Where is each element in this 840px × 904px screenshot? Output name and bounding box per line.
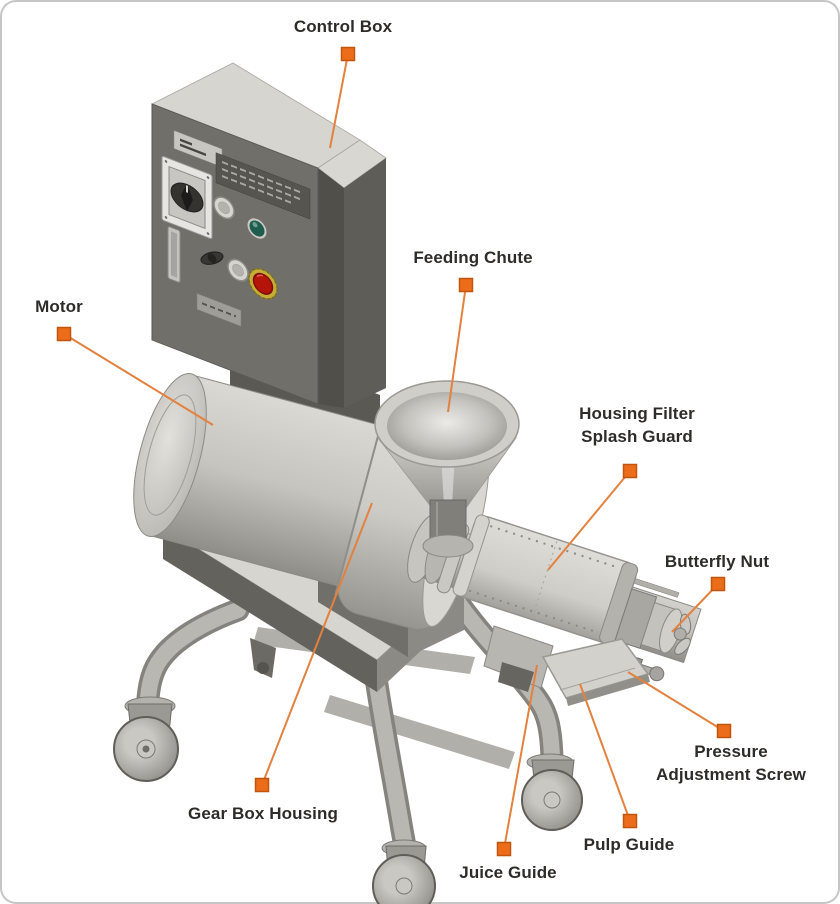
leader-lines <box>63 53 725 850</box>
butterfly-nut-leader <box>671 583 719 633</box>
splash-guard-rivets-bottom <box>468 589 596 633</box>
pressure-screw-knob[interactable] <box>648 665 666 683</box>
gear-box-marker <box>254 777 270 793</box>
label-pressure-line2: Adjustment Screw <box>656 765 806 784</box>
feeding-chute-leader <box>447 284 467 413</box>
cart-brace-lower <box>324 695 515 769</box>
caster-left <box>113 696 179 782</box>
label-housing-filter-line2: Splash Guard <box>581 427 693 446</box>
pulp-guide-part <box>541 638 650 706</box>
annotation-markers <box>56 46 732 857</box>
motor-end-cap <box>133 372 207 538</box>
motor-end-cap-ring <box>143 394 197 516</box>
motor-leader <box>63 333 214 426</box>
estop-button[interactable] <box>252 271 274 297</box>
splash-guard-rivets-top <box>489 525 617 568</box>
gear-box-leader <box>261 502 373 786</box>
housing-filter-leader <box>547 470 631 571</box>
feeding-chute-collar <box>422 534 474 558</box>
control-box-side <box>344 158 386 408</box>
juice-guide-part <box>483 625 554 692</box>
juice-guide-marker <box>496 841 512 857</box>
pressure-screw-marker <box>716 723 732 739</box>
label-juice-guide: Juice Guide <box>459 863 557 882</box>
table-hook-bracket <box>250 638 276 678</box>
cart-leg-front-center <box>362 652 417 858</box>
juice-guide-leader <box>503 664 538 850</box>
pressure-screw-leader <box>627 671 725 732</box>
motor-marker <box>56 326 72 342</box>
cart-leg-front-left <box>135 598 250 724</box>
control-box-leader <box>329 53 349 149</box>
caster-front-center <box>372 839 436 904</box>
label-housing-filter-line1: Housing Filter <box>579 404 695 423</box>
dial-knob-grip <box>181 183 193 212</box>
butterfly-nut-marker <box>710 576 726 592</box>
label-gear-box-housing: Gear Box Housing <box>188 804 338 823</box>
caster-rear-right <box>521 753 583 831</box>
pulp-guide-marker <box>622 813 638 829</box>
label-butterfly-nut: Butterfly Nut <box>664 552 770 571</box>
press-assembly <box>407 514 702 683</box>
label-pressure-line1: Pressure <box>694 742 768 761</box>
control-box <box>151 62 387 408</box>
label-housing-filter: Housing Filter Splash Guard <box>552 402 722 448</box>
label-feeding-chute: Feeding Chute <box>413 248 533 267</box>
feeding-chute-marker <box>458 277 474 293</box>
housing-filter-marker <box>622 463 638 479</box>
name-plate-text-rows <box>222 161 302 205</box>
control-box-marker <box>340 46 356 62</box>
vent-slot-inner <box>171 231 177 278</box>
pulp-guide-leader <box>579 683 631 822</box>
label-pulp-guide: Pulp Guide <box>583 835 675 854</box>
brand-logo-marks <box>180 138 206 157</box>
motor-gearbox-seam <box>334 415 385 596</box>
label-pressure-adjustment-screw: Pressure Adjustment Screw <box>631 740 831 786</box>
feeding-chute-funnel <box>374 380 520 558</box>
label-control-box: Control Box <box>293 17 393 36</box>
control-box-side-notch <box>318 168 344 408</box>
control-panel <box>151 103 319 405</box>
label-motor: Motor <box>35 297 83 316</box>
